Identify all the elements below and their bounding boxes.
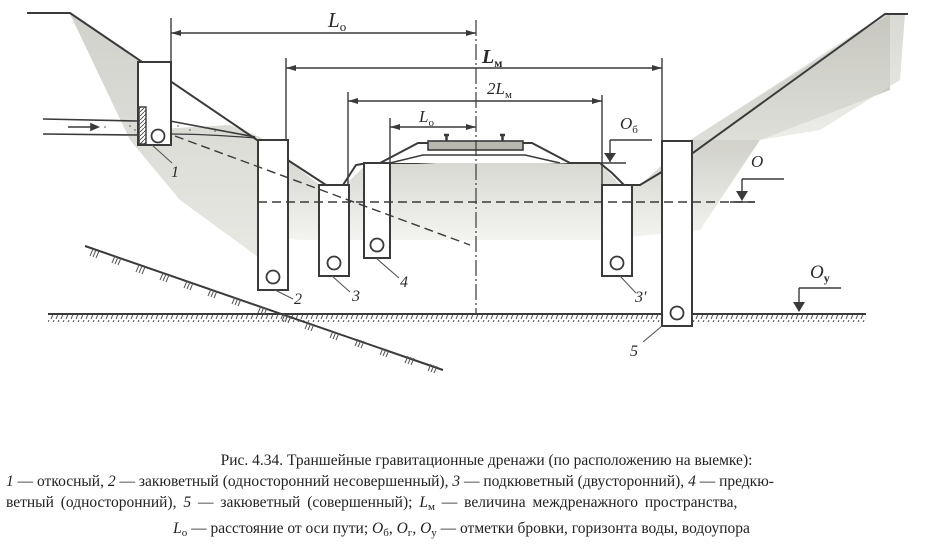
caption-num: 2 xyxy=(107,473,116,490)
roadbed xyxy=(368,133,600,164)
level-mark-ob xyxy=(600,139,652,164)
caption-subscript: о xyxy=(181,527,188,539)
caption-text: — отметки бровки, горизонта воды, водоуп… xyxy=(436,520,750,537)
drain-pipe xyxy=(326,255,342,271)
caption-subscript: г xyxy=(407,527,413,539)
impervious-layer xyxy=(48,313,866,322)
caption-text: — предкю- xyxy=(695,473,774,490)
drain-number-4: 4 xyxy=(400,274,408,291)
label-O: O xyxy=(751,152,763,171)
caption-subscript: у xyxy=(431,527,437,539)
drain-number-2: 2 xyxy=(294,291,302,308)
level-mark-oy xyxy=(798,287,841,311)
level-mark-oy-arrow xyxy=(793,302,805,312)
label-L-m: Lм xyxy=(481,46,502,70)
caption-num: 5 xyxy=(183,494,192,511)
caption-text: — величина междренажного пространства, xyxy=(434,494,738,511)
inflow-pipe xyxy=(42,118,257,139)
drain-number-5: 5 xyxy=(630,343,638,360)
drain-3 xyxy=(318,184,350,277)
caption-num: 4 xyxy=(688,473,696,490)
rail-left xyxy=(444,133,449,141)
caption-text: — подкюветный (двусторонний), xyxy=(460,473,689,490)
drain-number-1: 1 xyxy=(171,164,179,181)
drain-pipe xyxy=(369,237,385,253)
label-O-y: Oу xyxy=(810,262,830,285)
drain-pipe xyxy=(265,269,281,285)
caption-title: Рис. 4.34. Траншейные гравитационные дре… xyxy=(220,452,753,469)
inclined-bedrock xyxy=(84,245,444,374)
figure-caption: Рис. 4.34. Траншейные гравитационные дре… xyxy=(0,450,933,544)
level-mark-ob-arrow xyxy=(604,153,616,162)
caption-line-3: ветный (односторонний), 5 — закюветный (… xyxy=(0,492,933,518)
caption-text: , xyxy=(388,520,397,537)
caption-subscript: м xyxy=(427,501,435,513)
label-O-b: Oб xyxy=(620,114,638,136)
drain-2 xyxy=(257,139,289,291)
leader-lines xyxy=(151,144,663,343)
label-L-o-top: Lо xyxy=(327,8,346,34)
caption-symbol: L xyxy=(173,520,182,537)
caption-symbol: O xyxy=(420,520,432,537)
caption-subscript: б xyxy=(383,527,389,539)
caption-line-2: 1 — откосный, 2 — закюветный (односторон… xyxy=(0,471,933,492)
caption-text: — закюветный (односторонний несовершенны… xyxy=(115,473,453,490)
drain-pipe xyxy=(150,128,166,144)
depression-curve xyxy=(174,135,471,246)
level-mark-o xyxy=(741,178,784,200)
trench-drainage-diagram: Lо Lм 2Lм Lо Oб O Oу 1 2 3 4 3′ 5 xyxy=(27,8,908,374)
caption-text: , xyxy=(412,520,421,537)
caption-text: ветный (односторонний), xyxy=(6,494,184,511)
drain-1 xyxy=(137,61,172,146)
drain-number-3: 3 xyxy=(351,288,360,305)
caption-symbol: O xyxy=(372,520,384,537)
caption-symbol: O xyxy=(396,520,408,537)
caption-num: 3 xyxy=(452,473,461,490)
level-mark-o-arrow xyxy=(736,191,748,201)
caption-line-4: Lо — расстояние от оси пути; Oб, Oг, Oу … xyxy=(0,518,933,544)
label-L-o-inner: Lо xyxy=(418,107,434,129)
label-2L-m: 2Lм xyxy=(487,79,512,101)
drain-number-3-prime: 3′ xyxy=(634,289,647,306)
dimension-lines xyxy=(170,18,663,185)
dimension-arrows xyxy=(171,30,662,130)
center-soil xyxy=(258,14,890,240)
drain-pipe xyxy=(609,255,625,271)
caption-text: — закюветный (совершенный); xyxy=(191,494,420,511)
caption-text: — откосный, xyxy=(13,473,108,490)
rail-right xyxy=(500,133,505,141)
caption-text: — расстояние от оси пути; xyxy=(187,520,373,537)
caption-num: 1 xyxy=(6,473,14,490)
drain-pipe xyxy=(669,305,685,321)
drain-5 xyxy=(661,140,693,327)
caption-symbol: L xyxy=(419,494,428,511)
drain-3-prime xyxy=(601,184,633,277)
